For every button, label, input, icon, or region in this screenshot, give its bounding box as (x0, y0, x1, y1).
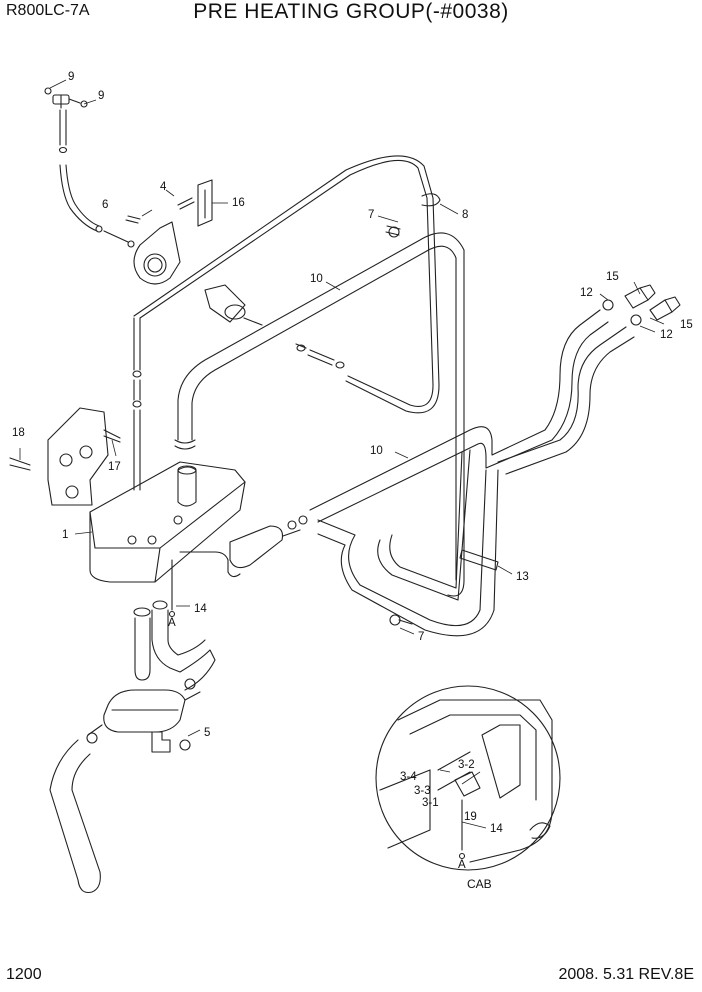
fitting-15b (649, 296, 681, 321)
callout-12: 12 (660, 329, 673, 341)
callout-A: A (168, 617, 176, 629)
callout-14: 14 (194, 603, 207, 615)
muffler (87, 689, 201, 736)
callout-9: 9 (68, 71, 74, 83)
page-number: 1200 (6, 966, 42, 983)
callout-7: 7 (368, 209, 374, 221)
detail-label: CAB (467, 877, 492, 891)
page-title: PRE HEATING GROUP(-#0038) (193, 0, 509, 23)
callout-3-2: 3-2 (458, 759, 475, 771)
heater-unit (89, 461, 246, 583)
callout-16: 16 (232, 197, 245, 209)
cab-detail (375, 685, 561, 871)
callout-3-1: 3-1 (422, 797, 439, 809)
mounting-plate (47, 407, 109, 506)
fitting-15a (624, 284, 656, 309)
callout-10: 10 (310, 273, 323, 285)
callout-6: 6 (102, 199, 108, 211)
callout-18: 18 (12, 427, 25, 439)
callout-5: 5 (204, 727, 210, 739)
callout-3-3: 3-3 (414, 785, 431, 797)
callout-17: 17 (108, 461, 121, 473)
callout-9: 9 (98, 90, 104, 102)
callout-13: 13 (516, 571, 529, 583)
callout-4: 4 (160, 181, 167, 193)
revision-date: 2008. 5.31 REV.8E (558, 966, 694, 983)
model-number: R800LC-7A (6, 2, 90, 19)
callout-A: A (458, 859, 466, 871)
callout-8: 8 (462, 209, 468, 221)
callout-12: 12 (580, 287, 593, 299)
callout-15: 15 (606, 271, 619, 283)
pump-bracket (133, 221, 181, 285)
callout-14: 14 (490, 823, 503, 835)
tee-fitting (44, 87, 88, 109)
callout-1: 1 (62, 529, 68, 541)
fuel-pump (204, 284, 263, 326)
bracket (197, 179, 213, 227)
callout-15: 15 (680, 319, 693, 331)
callout-19: 19 (464, 811, 477, 823)
callout-3-4: 3-4 (400, 771, 417, 783)
fuel-filter (179, 525, 301, 578)
callout-7: 7 (418, 631, 424, 643)
callout-10: 10 (370, 445, 383, 457)
